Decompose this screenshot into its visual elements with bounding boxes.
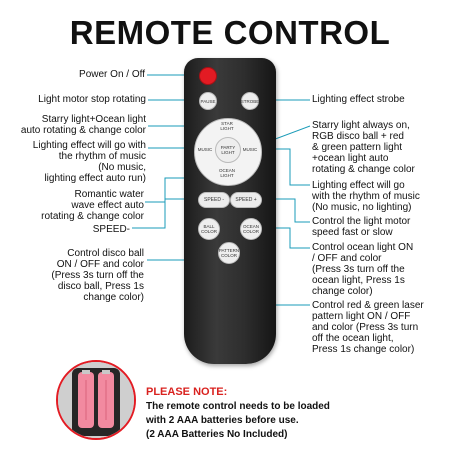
label-ocean-color: Control ocean light ON / OFF and color (… (312, 242, 414, 297)
label-ocean-light: Romantic water wave effect auto rotating… (41, 189, 144, 222)
note-line-2: with 2 AAA batteries before use. (146, 415, 299, 426)
speed-minus-button[interactable]: SPEED - (198, 192, 230, 208)
label-party-light: Starry light always on, RGB disco ball +… (312, 120, 415, 175)
label-speed-plus: Control the light motor speed fast or sl… (312, 216, 411, 238)
label-music-left: Lighting effect will go with the rhythm … (32, 140, 146, 184)
label-pattern-color: Control red & green laser pattern light … (312, 300, 424, 355)
ocean-light-button[interactable]: OCEAN LIGHT (218, 168, 235, 178)
leader-ocean-color (262, 227, 310, 249)
label-ball-color: Control disco ball ON / OFF and color (P… (51, 248, 144, 303)
label-power: Power On / Off (79, 69, 145, 80)
pause-button[interactable]: PAUSE (199, 92, 217, 110)
leader-music-right (262, 148, 310, 186)
party-light-button[interactable]: PARTY LIGHT (215, 137, 241, 163)
pattern-color-button[interactable]: PATTERN COLOR (218, 242, 240, 264)
label-strobe: Lighting effect strobe (312, 94, 405, 105)
remote-control (184, 58, 276, 364)
power-button[interactable] (199, 67, 217, 85)
battery-compartment-photo (56, 360, 136, 440)
ocean-color-button[interactable]: OCEAN COLOR (240, 218, 262, 240)
music-left-button[interactable]: MUSIC (197, 147, 213, 152)
leader-speed-plus (258, 198, 310, 223)
label-speed-minus: SPEED- (92, 224, 130, 235)
speed-plus-button[interactable]: SPEED + (230, 192, 262, 208)
page-title: REMOTE CONTROL (69, 14, 391, 51)
leader-speed-minus (132, 198, 198, 229)
label-pause: Light motor stop rotating (38, 94, 146, 105)
label-star-light: Starry light+Ocean light auto rotating &… (20, 114, 146, 136)
label-music-right: Lighting effect will go with the rhythm … (312, 180, 420, 213)
note-heading: PLEASE NOTE: (146, 386, 228, 398)
ball-color-button[interactable]: BALL COLOR (198, 218, 220, 240)
music-right-button[interactable]: MUSIC (242, 147, 258, 152)
note-line-1: The remote control needs to be loaded (146, 401, 330, 412)
strobe-button[interactable]: STROBE (241, 92, 259, 110)
star-light-button[interactable]: STAR LIGHT (220, 121, 234, 131)
note-line-3: (2 AAA Batteries No Included) (146, 429, 288, 440)
